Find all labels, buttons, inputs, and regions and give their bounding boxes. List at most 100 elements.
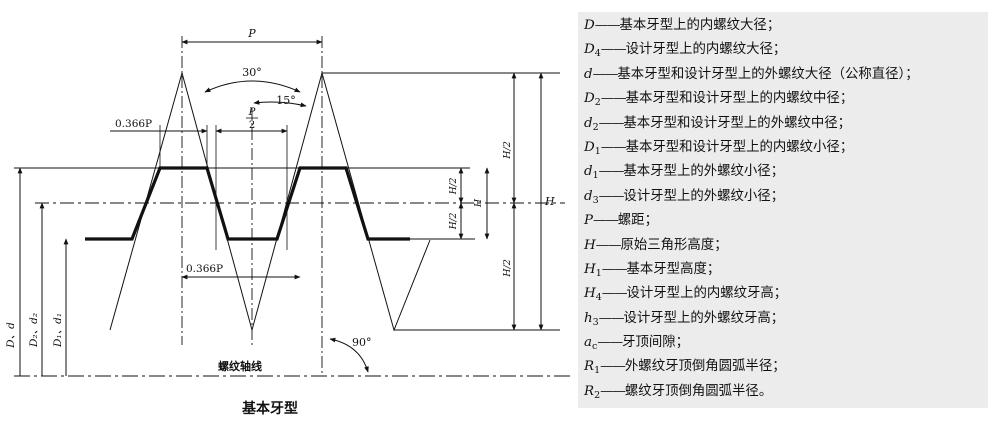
legend-dash: ——: [598, 164, 625, 180]
H-half-lower-label: H/2: [502, 259, 513, 278]
legend-description: 设计牙型上的外螺纹小径；: [623, 188, 785, 204]
legend-item: D1——基本牙型和设计牙型上的内螺纹小径；: [584, 136, 988, 160]
legend-item: D——基本牙型上的内螺纹大径；: [584, 14, 988, 38]
legend-item: D2——基本牙型和设计牙型上的内螺纹中径；: [584, 87, 988, 111]
legend-dash: ——: [598, 115, 625, 131]
angle-30-label: 30°: [242, 66, 262, 79]
H-label: H: [544, 195, 555, 208]
H-half-upper-label: H/2: [502, 141, 513, 160]
legend-subscript: 4: [594, 48, 601, 60]
legend-subscript: 2: [594, 97, 601, 109]
legend-item: ac——牙顶间隙；: [584, 331, 988, 355]
legend-description: 基本牙型和设计牙型上的外螺纹中径；: [623, 115, 852, 131]
H1-half-lower-label: H/2: [449, 212, 459, 230]
figure-caption: 基本牙型: [242, 401, 298, 417]
legend-dash: ——: [601, 286, 628, 302]
legend-dash: ——: [597, 335, 623, 351]
thread-profile-drawing: P 30° 15° P 2 0.366P 0.366P H H/2 H/2 H: [5, 27, 570, 377]
legend-dash: ——: [598, 310, 625, 326]
legend-description: 牙顶间隙；: [622, 335, 690, 351]
legend-description: 基本牙型高度；: [626, 261, 721, 277]
legend-item: d3——设计牙型上的外螺纹小径；: [584, 185, 988, 209]
legend-subscript: 1: [594, 365, 601, 377]
legend-dash: ——: [600, 139, 627, 155]
legend-dash: ——: [595, 237, 622, 253]
legend-item: P——螺距；: [584, 209, 988, 233]
legend-symbol: H: [584, 286, 596, 302]
legend-item: D4——设计牙型上的内螺纹大径；: [584, 38, 988, 62]
legend-symbol: R: [584, 359, 595, 375]
legend-symbol: a: [584, 335, 592, 351]
legend-symbol: D: [584, 91, 595, 107]
legend-item: R1——外螺纹牙顶倒角圆弧半径；: [584, 355, 988, 379]
legend-subscript: 4: [595, 292, 602, 304]
angle-15-label: 15°: [276, 94, 296, 107]
legend-description: 螺纹牙顶倒角圆弧半径。: [624, 383, 773, 399]
legend-dash: ——: [592, 66, 619, 82]
H1-half-upper-label: H/2: [449, 177, 459, 195]
legend-description: 外螺纹牙顶倒角圆弧半径；: [624, 359, 786, 375]
thread-axis-label: 螺纹轴线: [218, 360, 262, 373]
legend-dash: ——: [600, 383, 626, 399]
legend-item: d1——基本牙型上的外螺纹小径；: [584, 160, 988, 184]
legend-description: 设计牙型上的内螺纹大径；: [625, 42, 787, 58]
legend-description: 基本牙型和设计牙型上的内螺纹小径；: [625, 139, 854, 155]
legend-description: 基本牙型上的外螺纹小径；: [623, 164, 785, 180]
legend-symbol: D: [584, 139, 595, 155]
H1-label: H: [473, 198, 484, 208]
fundamental-triangle-profile: [109, 71, 431, 332]
legend-item: d2——基本牙型和设计牙型上的外螺纹中径；: [584, 112, 988, 136]
legend-item: H1——基本牙型高度；: [584, 258, 988, 282]
legend-symbol: d: [584, 66, 593, 82]
legend-symbol: H: [584, 237, 596, 253]
angle-15-arc: [253, 99, 307, 108]
root-width-label: 0.366P: [186, 263, 223, 275]
legend-subscript: 1: [594, 145, 601, 157]
angle-90-label: 90°: [352, 336, 372, 349]
angle-30-arc: [204, 80, 301, 93]
legend-description: 设计牙型上的内螺纹牙高；: [626, 286, 788, 302]
legend-dash: ——: [601, 261, 628, 277]
legend-symbol: R: [584, 383, 595, 399]
legend-symbol: D: [584, 18, 595, 33]
legend-symbol: P: [584, 213, 594, 229]
legend-subscript: 1: [595, 267, 602, 279]
legend-dash: ——: [593, 213, 619, 229]
legend-dash: ——: [600, 359, 626, 375]
legend-description: 原始三角形高度；: [620, 237, 728, 253]
half-pitch-num: P: [248, 107, 256, 118]
half-pitch-den: 2: [249, 120, 255, 131]
legend-symbol: h: [584, 310, 593, 326]
legend-item: H——原始三角形高度；: [584, 234, 988, 258]
legend-description: 基本牙型和设计牙型上的内螺纹中径；: [625, 91, 854, 107]
legend-symbol: d: [584, 115, 593, 131]
legend-description: 基本牙型和设计牙型上的外螺纹大径（公称直径）；: [617, 66, 919, 82]
legend-subscript: 1: [592, 170, 599, 182]
pitch-label: P: [247, 27, 256, 40]
legend-subscript: 2: [594, 389, 601, 401]
crest-width-label: 0.366P: [115, 118, 152, 130]
legend-item: H4——设计牙型上的内螺纹牙高；: [584, 282, 988, 306]
legend-dash: ——: [598, 188, 625, 204]
legend-description: 设计牙型上的外螺纹牙高；: [623, 310, 785, 326]
legend-item: R2——螺纹牙顶倒角圆弧半径。: [584, 380, 988, 404]
legend-dash: ——: [600, 91, 627, 107]
legend-subscript: c: [591, 341, 598, 353]
legend-symbol: d: [584, 164, 593, 180]
legend-symbol: D: [584, 42, 595, 58]
legend-symbol: H: [584, 261, 596, 277]
legend-subscript: 3: [592, 194, 599, 206]
legend-description: 螺距；: [617, 213, 658, 229]
legend-item: h3——设计牙型上的外螺纹牙高；: [584, 307, 988, 331]
legend-dash: ——: [594, 18, 621, 33]
pitch-diameter-label: D₂、d₂: [28, 313, 40, 348]
legend-subscript: 2: [592, 121, 599, 133]
minor-diameter-label: D₁、d₁: [52, 313, 64, 348]
legend-item: d——基本牙型和设计牙型上的外螺纹大径（公称直径）；: [584, 63, 988, 87]
symbol-legend: D——基本牙型上的内螺纹大径；D4——设计牙型上的内螺纹大径；d——基本牙型和设…: [578, 12, 988, 408]
angle-90-arc: [329, 337, 369, 373]
major-diameter-label: D、d: [5, 322, 17, 349]
legend-subscript: 3: [592, 316, 599, 328]
legend-symbol: d: [584, 188, 593, 204]
